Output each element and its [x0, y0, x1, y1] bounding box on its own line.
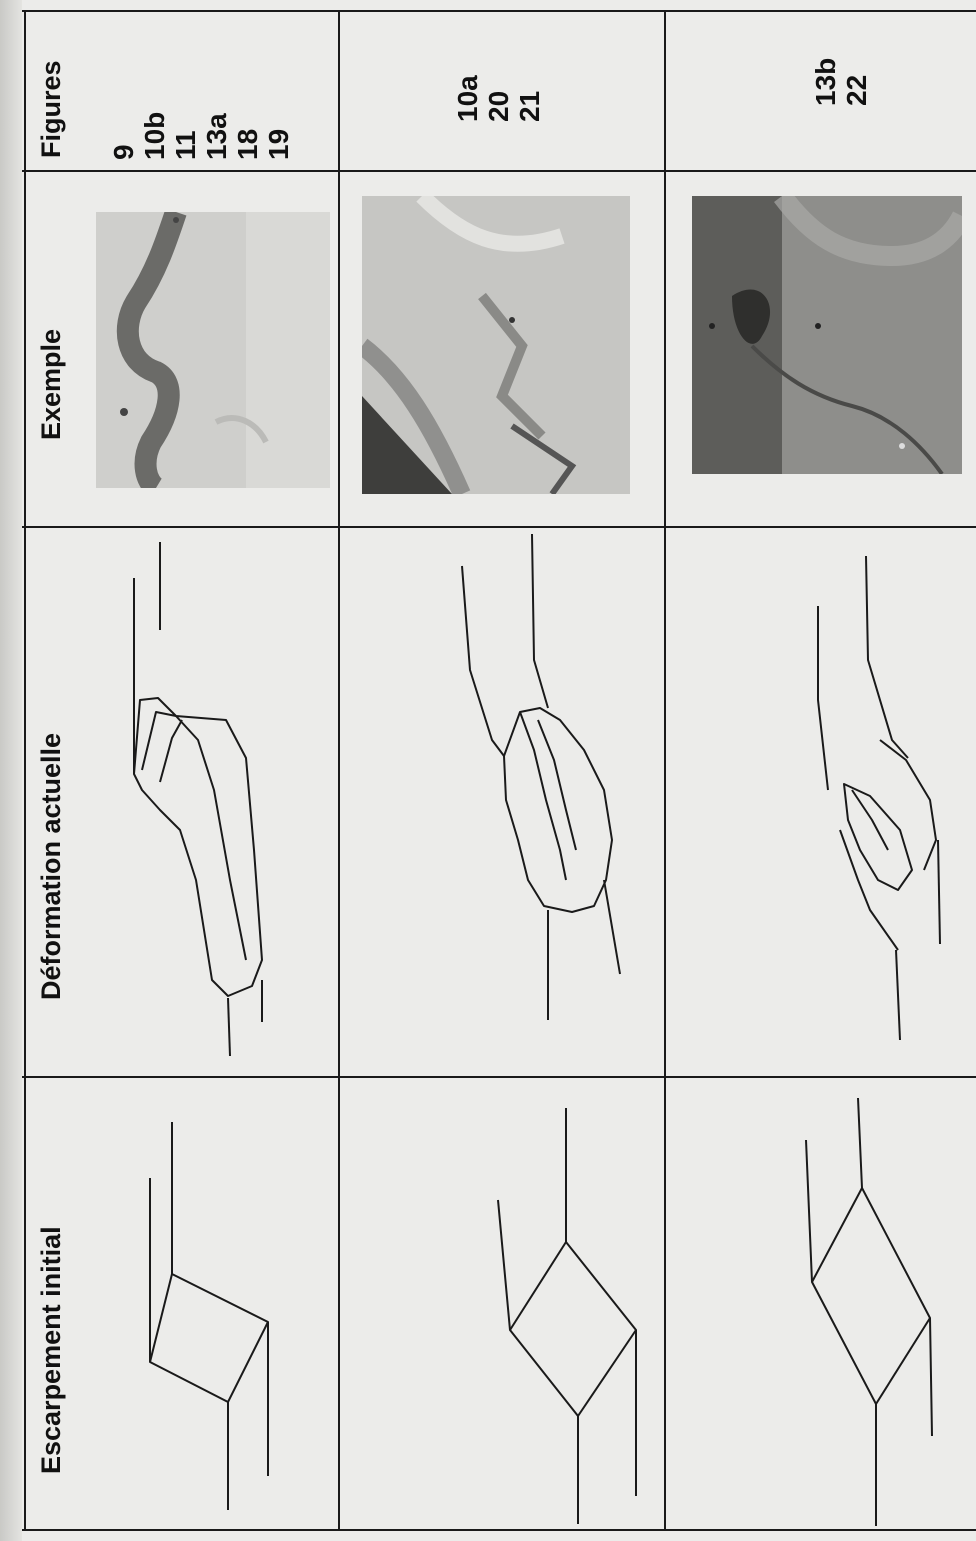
deformation-sketch-2 [462, 534, 620, 1020]
deformation-sketch-1 [134, 542, 262, 1056]
escarpement-initial-sketch-1 [150, 1122, 268, 1510]
escarpement-initial-sketch-2 [498, 1108, 636, 1524]
deformation-sketch-3 [818, 556, 940, 1040]
escarpement-initial-sketch-3 [806, 1098, 932, 1526]
